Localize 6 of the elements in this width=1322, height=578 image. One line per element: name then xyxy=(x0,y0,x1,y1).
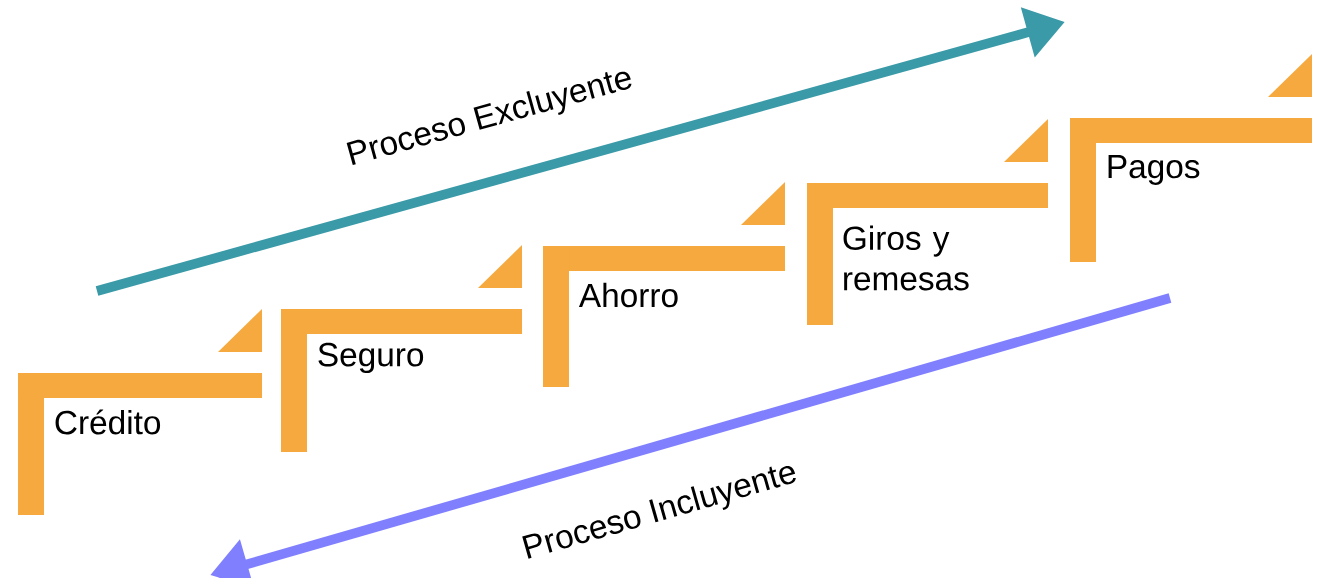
node-label: Pagos xyxy=(1108,155,1200,185)
node-label: Crédito xyxy=(55,409,161,435)
arrow-label: Proceso Incluyente xyxy=(522,466,796,559)
node-label: Seguro xyxy=(318,342,424,374)
node-label: Ahorro xyxy=(578,282,678,308)
node-label: Giros y remesas xyxy=(843,225,969,291)
